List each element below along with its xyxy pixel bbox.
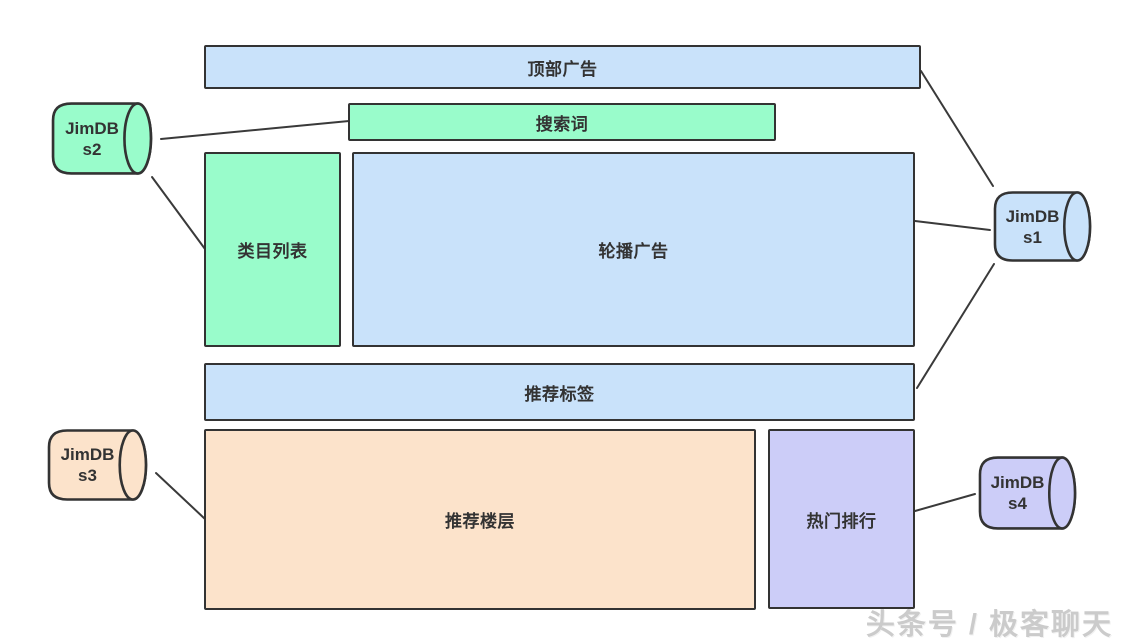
database-jimdb-s3-label: JimDB s3	[47, 429, 128, 501]
database-jimdb-s1-label: JimDB s1	[993, 191, 1072, 262]
connector-hot-ranking-s4	[914, 493, 976, 512]
db-name-line2: s3	[78, 466, 97, 485]
connector-s2-category-list	[151, 176, 206, 250]
watermark: 头条号 / 极客聊天	[865, 609, 1113, 641]
database-cylinder-icon	[47, 429, 148, 501]
box-recommend-tags-label: 推荐标签	[524, 384, 595, 404]
box-hot-ranking: 热门排行	[768, 429, 915, 609]
database-cylinder-icon	[51, 102, 153, 175]
box-recommend-tags: 推荐标签	[204, 363, 915, 421]
box-carousel-ad-label: 轮播广告	[598, 242, 669, 261]
database-cylinder-icon	[978, 456, 1077, 530]
db-name-line1: JimDB	[1005, 206, 1060, 226]
box-top-ad-label: 顶部广告	[527, 59, 598, 79]
box-category-list-label: 类目列表	[237, 242, 308, 261]
box-carousel-ad: 轮播广告	[352, 152, 915, 347]
database-jimdb-s2-label: JimDB s2	[51, 102, 133, 175]
database-jimdb-s4: JimDB s4	[978, 456, 1077, 530]
connector-carousel-ad-s1	[914, 220, 991, 231]
box-recommend-floor: 推荐楼层	[204, 429, 756, 610]
database-jimdb-s2: JimDB s2	[51, 102, 153, 175]
connector-top-ad-s1	[920, 70, 994, 187]
box-search-term-label: 搜索词	[535, 114, 589, 134]
db-name-line2: s2	[82, 139, 102, 159]
db-name-line2: s4	[1008, 494, 1027, 513]
database-jimdb-s3: JimDB s3	[47, 429, 148, 501]
connector-s3-recommend-floor	[155, 472, 206, 520]
db-name-line1: JimDB	[990, 473, 1045, 492]
database-jimdb-s1: JimDB s1	[993, 191, 1092, 262]
database-jimdb-s4-label: JimDB s4	[978, 456, 1057, 530]
connector-s1-recommend-tags	[916, 263, 995, 389]
box-category-list: 类目列表	[204, 152, 341, 347]
connector-s2-search-term	[160, 120, 350, 140]
box-top-ad: 顶部广告	[204, 45, 921, 89]
box-recommend-floor-label: 推荐楼层	[445, 512, 515, 531]
database-cylinder-icon	[993, 191, 1092, 262]
db-name-line2: s1	[1023, 227, 1042, 247]
db-name-line1: JimDB	[60, 445, 115, 464]
db-name-line1: JimDB	[65, 118, 119, 138]
box-search-term: 搜索词	[348, 103, 776, 141]
box-hot-ranking-label: 热门排行	[806, 511, 877, 531]
